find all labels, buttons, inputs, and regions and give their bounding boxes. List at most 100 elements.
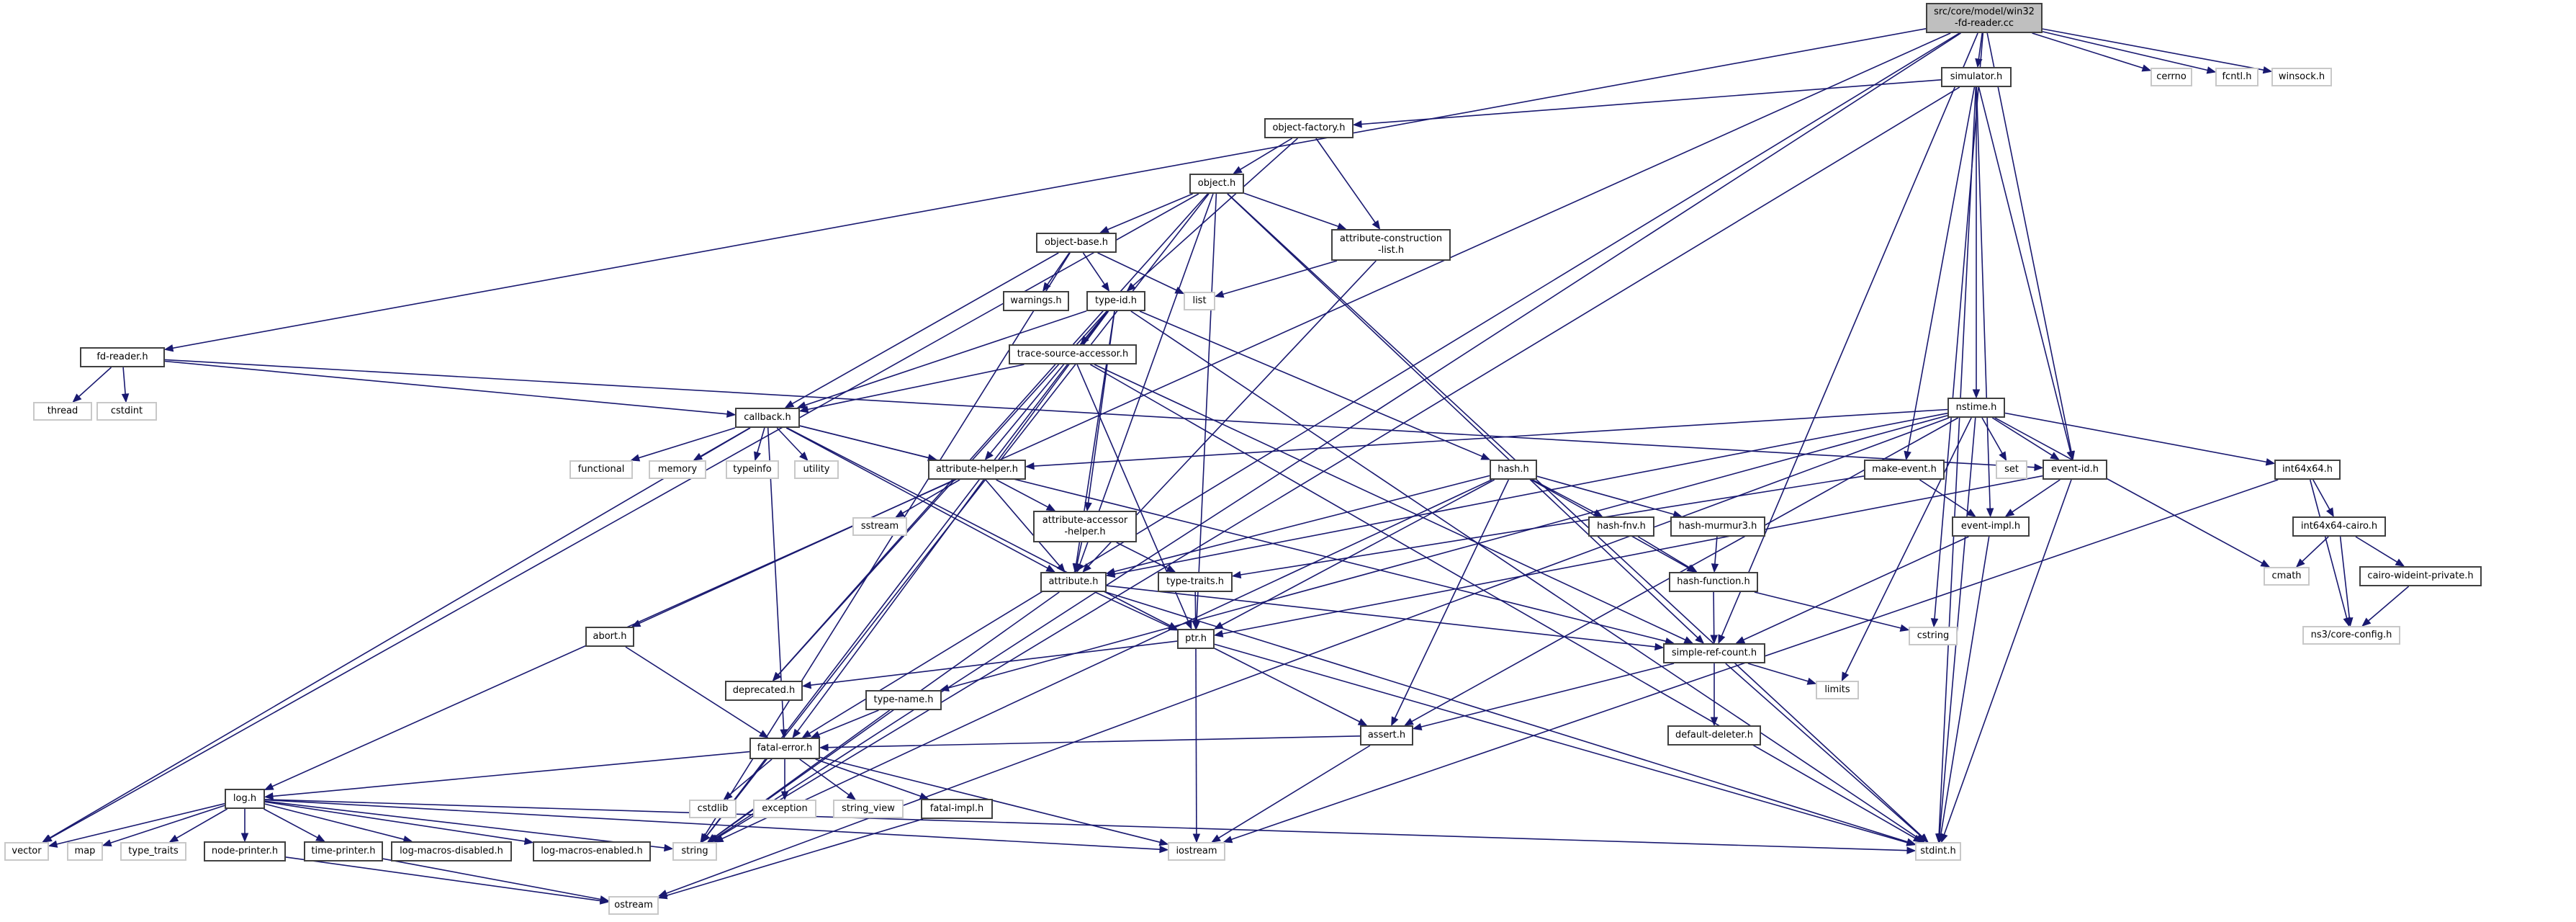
node-trace-src[interactable]: trace-source-accessor.h [1009, 344, 1137, 364]
arrowhead-icon [796, 401, 807, 409]
node-sstream[interactable]: sstream [852, 517, 907, 536]
node-type-id[interactable]: type-id.h [1086, 291, 1145, 311]
node-type-traits[interactable]: type_traits [120, 842, 186, 861]
arrowhead-icon [2295, 558, 2305, 568]
node-hash[interactable]: hash.h [1490, 460, 1537, 480]
arrowhead-icon [2004, 509, 2015, 517]
arrowhead-icon [2361, 617, 2372, 627]
node-fcntl[interactable]: fcntl.h [2215, 68, 2258, 86]
node-functional[interactable]: functional [569, 460, 633, 479]
node-map[interactable]: map [67, 842, 103, 861]
node-root[interactable]: src/core/model/win32 -fd-reader.cc [1926, 3, 2043, 33]
node-warnings[interactable]: warnings.h [1003, 291, 1069, 311]
edge-simple_ref-to-limits [1747, 663, 1809, 682]
node-cstdlib[interactable]: cstdlib [689, 800, 737, 818]
edge-event_impl-to-simple_ref [1743, 536, 1969, 641]
node-callback[interactable]: callback.h [735, 408, 800, 428]
node-attribute[interactable]: attribute.h [1040, 572, 1107, 592]
node-fatal-impl[interactable]: fatal-impl.h [921, 799, 993, 819]
arrowhead-icon [1906, 838, 1917, 846]
node-assert[interactable]: assert.h [1360, 725, 1413, 746]
node-cairo-wideint[interactable]: cairo-wideint-private.h [2359, 566, 2482, 586]
node-attr-helper[interactable]: attribute-helper.h [928, 460, 1026, 480]
arrowhead-icon [1126, 282, 1136, 292]
node-iostream[interactable]: iostream [1168, 842, 1225, 861]
node-time-printer[interactable]: time-printer.h [304, 841, 383, 861]
arrowhead-icon [1233, 166, 1243, 174]
edge-root-to-fatal_error [809, 32, 1960, 734]
node-exception[interactable]: exception [753, 800, 816, 818]
node-typeinfo[interactable]: typeinfo [726, 460, 779, 479]
node-hash-function[interactable]: hash-function.h [1669, 572, 1758, 592]
node-cmath[interactable]: cmath [2264, 567, 2310, 586]
arrowhead-icon [48, 840, 58, 848]
node-string[interactable]: string [672, 842, 717, 861]
node-cerrno[interactable]: cerrno [2151, 68, 2192, 86]
node-type-traits-h[interactable]: type-traits.h [1158, 572, 1233, 592]
node-log-macros-en[interactable]: log-macros-enabled.h [533, 841, 651, 861]
node-memory[interactable]: memory [649, 460, 706, 479]
node-event-impl[interactable]: event-impl.h [1952, 516, 2030, 537]
node-hash-fnv[interactable]: hash-fnv.h [1588, 516, 1654, 537]
node-deprecated[interactable]: deprecated.h [725, 681, 803, 701]
node-list[interactable]: list [1184, 292, 1215, 310]
node-type-name[interactable]: type-name.h [865, 690, 942, 710]
node-fatal-error[interactable]: fatal-error.h [749, 738, 820, 759]
edge-attribute-to-ptr [1094, 591, 1171, 628]
node-winsock[interactable]: winsock.h [2271, 68, 2332, 86]
node-attr-acc-helper[interactable]: attribute-accessor -helper.h [1033, 511, 1137, 542]
node-stdint[interactable]: stdint.h [1915, 842, 1961, 861]
arrowhead-icon [2395, 558, 2405, 567]
node-nstime[interactable]: nstime.h [1947, 398, 2005, 418]
node-int64x64[interactable]: int64x64.h [2274, 460, 2341, 480]
node-cstdint[interactable]: cstdint [96, 402, 157, 421]
edge-int64x64-to-core_config [2309, 479, 2348, 619]
node-limits[interactable]: limits [1816, 681, 1859, 699]
edge-object-to-attr_constr [1243, 192, 1339, 228]
node-object-base[interactable]: object-base.h [1036, 233, 1117, 253]
node-thread[interactable]: thread [33, 402, 92, 421]
arrowhead-icon [264, 792, 274, 800]
arrowhead-icon [664, 843, 674, 852]
edge-make_event-to-event_impl [1919, 479, 1969, 513]
edge-fd_reader-to-callback [164, 360, 728, 415]
edge-object-to-stdint [1227, 193, 1923, 838]
node-simple-ref[interactable]: simple-ref-count.h [1663, 643, 1765, 663]
node-string-view[interactable]: string_view [833, 800, 904, 818]
edge-simulator-to-string [716, 86, 1960, 838]
node-attr-constr[interactable]: attribute-construction -list.h [1331, 229, 1451, 261]
node-object[interactable]: object.h [1189, 174, 1244, 194]
node-node-printer[interactable]: node-printer.h [204, 841, 286, 861]
arrowhead-icon [1912, 834, 1923, 843]
node-log-macros-dis[interactable]: log-macros-disabled.h [391, 841, 512, 861]
node-simulator[interactable]: simulator.h [1941, 67, 2012, 87]
edge-nstime-to-type_name [947, 415, 1948, 689]
node-ptr[interactable]: ptr.h [1177, 629, 1215, 649]
node-int64x64-cairo[interactable]: int64x64-cairo.h [2292, 516, 2386, 537]
node-vector[interactable]: vector [4, 842, 49, 861]
edge-root-to-fcntl [2042, 31, 2208, 71]
node-event-id[interactable]: event-id.h [2043, 460, 2107, 480]
node-object-factory[interactable]: object-factory.h [1264, 118, 1354, 138]
node-make-event[interactable]: make-event.h [1864, 460, 1945, 480]
edge-node_printer-to-ostream [285, 856, 601, 902]
edge-object-to-object_base [1107, 193, 1194, 230]
node-log[interactable]: log.h [225, 789, 265, 809]
arrowhead-icon [1999, 451, 2007, 462]
edge-root-to-fd_reader [172, 28, 1927, 349]
node-abort[interactable]: abort.h [585, 627, 634, 647]
node-ostream[interactable]: ostream [608, 896, 659, 915]
node-cstring[interactable]: cstring [1909, 627, 1958, 645]
node-utility[interactable]: utility [794, 460, 839, 479]
node-set[interactable]: set [1996, 460, 2027, 479]
arrowhead-icon [780, 791, 789, 801]
node-core-config[interactable]: ns3/core-config.h [2302, 626, 2400, 645]
edge-ptr-to-deprecated [810, 640, 1178, 686]
node-fd-reader[interactable]: fd-reader.h [80, 347, 165, 367]
edge-attr_acc_helper-to-type_traits_h [1116, 542, 1168, 569]
edge-log-to-map [110, 805, 225, 844]
node-hash-murmur3[interactable]: hash-murmur3.h [1670, 516, 1765, 537]
node-default-deleter[interactable]: default-deleter.h [1667, 725, 1761, 746]
